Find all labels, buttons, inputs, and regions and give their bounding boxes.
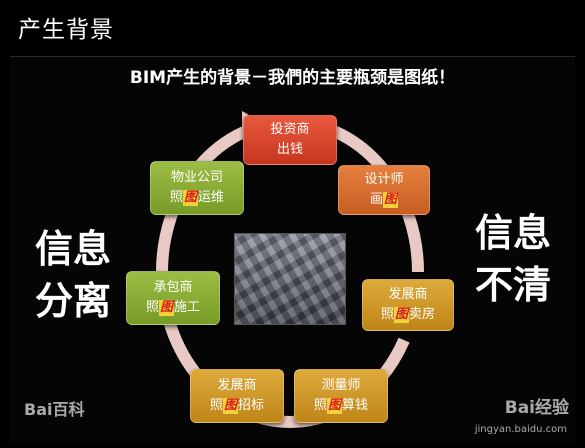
cycle-box-title: 承包商	[153, 280, 193, 295]
cycle-box-text: 照	[380, 307, 394, 322]
cycle-box-contractor: 承包商 照 图 施工	[126, 271, 220, 325]
cycle-box-text: 照	[169, 190, 183, 205]
cycle-box-text: 算钱	[342, 398, 369, 413]
cycle-box-text: 卖房	[409, 307, 436, 322]
cycle-box-title: 测量师	[321, 378, 361, 393]
jingyan-url: jingyan.baidu.com	[474, 424, 567, 435]
cycle-box-text: 照	[145, 300, 159, 315]
left-text-line-2: 分离	[34, 279, 111, 323]
cycle-box-text: 照	[209, 398, 223, 413]
drawing-highlight: 图	[383, 192, 399, 208]
cycle-box-title: 发展商	[388, 287, 428, 302]
cycle-box-investor: 投资商 出钱	[243, 115, 337, 165]
cycle-box-text: 施工	[174, 300, 201, 315]
cycle-box-developer-sales: 发展商 照 图 卖房	[362, 279, 454, 331]
drawing-highlight: 图	[182, 190, 198, 206]
cycle-box-title: 设计师	[364, 172, 404, 187]
cycle-box-title: 发展商	[217, 378, 257, 393]
jingyan-watermark: Bai经验	[504, 398, 569, 418]
page-title: 产生背景	[18, 17, 114, 43]
baike-watermark: Bai百科	[24, 400, 85, 419]
right-text-line-1: 信息	[474, 211, 551, 255]
cycle-box-title: 物业公司	[170, 170, 223, 185]
cycle-box-text: 画	[369, 192, 383, 207]
drawing-highlight: 图	[158, 300, 174, 316]
slide-title: BIM产生的背景－我們的主要瓶颈是图纸！	[129, 68, 456, 88]
cycle-box-text: 照	[313, 398, 327, 413]
slide: BIM产生的背景－我們的主要瓶颈是图纸！ 信息 分离 信息 不清 投资商 出钱 …	[10, 56, 575, 443]
cycle-box-text: 招标	[238, 398, 265, 413]
drawing-highlight: 图	[222, 398, 238, 414]
cycle-box-text: 运维	[198, 190, 225, 205]
cycle-box-surveyor: 测量师 照 图 算钱	[294, 369, 388, 423]
cycle-box-developer-tender: 发展商 照 图 招标	[190, 369, 284, 423]
drawing-highlight: 图	[393, 307, 409, 323]
right-text-line-2: 不清	[474, 263, 551, 307]
center-photo	[234, 233, 346, 325]
right-text: 信息 不清	[468, 207, 558, 311]
left-text-line-1: 信息	[34, 227, 111, 271]
cycle-box-property-manager: 物业公司 照 图 运维	[150, 161, 244, 215]
cycle-box-designer: 设计师 画 图	[338, 165, 430, 215]
cycle-box-text: 出钱	[276, 142, 303, 157]
left-text: 信息 分离	[28, 223, 118, 327]
cycle-box-title: 投资商	[270, 122, 310, 137]
drawing-highlight: 图	[326, 398, 342, 414]
